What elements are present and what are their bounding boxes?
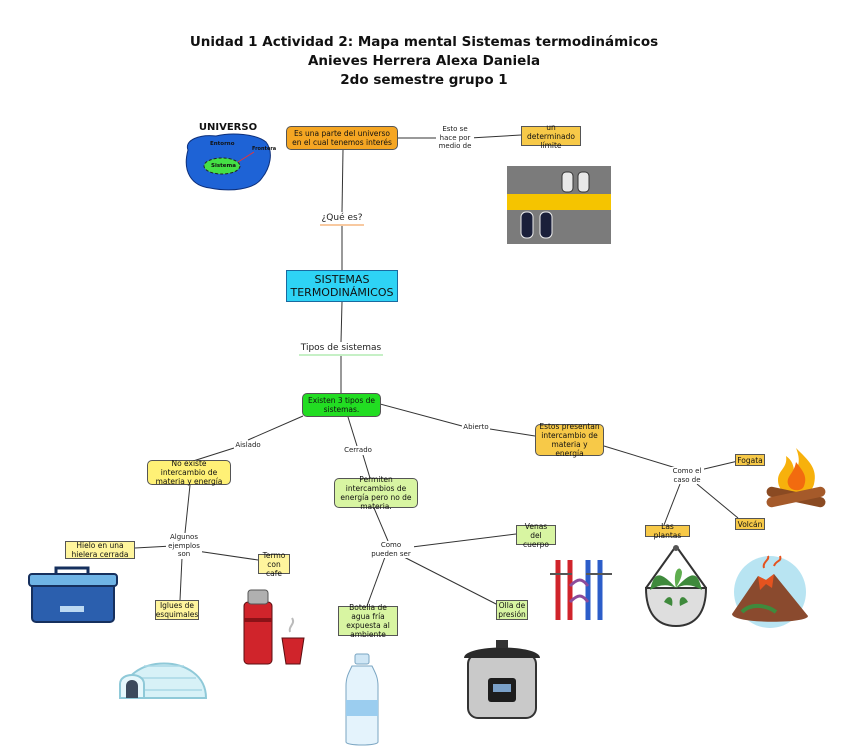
label-cerrado: Cerrado — [342, 446, 374, 455]
feet-line-icon — [507, 166, 611, 244]
universe-blob-icon — [185, 133, 271, 191]
label-aislado: Aislado — [234, 441, 262, 450]
node-termo: Termo con cafe — [258, 551, 290, 578]
igloo-icon — [119, 662, 208, 699]
node-limit: un determinado límite — [521, 123, 581, 150]
label-ejemplos: Algunos ejemplos son — [166, 533, 202, 559]
label-abierto: Abierto — [462, 423, 490, 432]
node-definition: Es una parte del universo en el cual ten… — [286, 126, 398, 150]
universe-diagram: UNIVERSO Entorno Frontera Sistema — [180, 122, 276, 194]
label-que-es: ¿Qué es? — [320, 212, 364, 226]
node-botella: Botella de agua fría expuesta al ambient… — [338, 603, 398, 639]
boundary-photo — [507, 166, 611, 244]
volcano-icon — [732, 555, 808, 628]
node-energy-exchange: Permiten intercambios de energía pero no… — [334, 475, 418, 511]
label-tipos: Tipos de sistemas — [299, 343, 383, 356]
universe-entorno-label: Entorno — [210, 141, 235, 147]
pressure-cooker-icon — [464, 640, 540, 719]
node-hielo: Hielo en una hielera cerrada — [65, 541, 135, 559]
title-line-1: Unidad 1 Actividad 2: Mapa mental Sistem… — [189, 34, 659, 50]
universe-title: UNIVERSO — [198, 122, 258, 133]
label-como-pueden: Como pueden ser — [368, 541, 414, 558]
node-volcan: Volcán — [735, 518, 765, 530]
title-line-2: Anieves Herrera Alexa Daniela — [307, 53, 541, 69]
veins-icon — [550, 560, 612, 620]
node-no-exchange: No existe intercambio de materia y energ… — [147, 459, 231, 486]
campfire-icon — [766, 448, 826, 508]
water-bottle-icon — [345, 653, 379, 746]
node-open-exchange: Estos presentan intercambio de materia y… — [535, 422, 604, 458]
universe-sistema-label: Sistema — [211, 163, 236, 169]
title-line-3: 2do semestre grupo 1 — [340, 72, 508, 88]
node-main: SISTEMAS TERMODINÁMICOS — [286, 270, 398, 302]
cooler-icon — [28, 566, 118, 623]
node-iglues: Iglues de esquimales — [155, 600, 199, 620]
plant-icon — [644, 545, 708, 628]
label-como-caso: Como el caso de — [670, 467, 704, 484]
thermos-icon — [243, 589, 305, 665]
node-venas: Venas del cuerpo — [516, 522, 556, 549]
label-esto: Esto se hace por medio de — [436, 125, 474, 151]
node-plantas: Las plantas — [645, 522, 690, 540]
node-types: Existen 3 tipos de sistemas. — [302, 393, 381, 417]
universe-frontera-label: Frontera — [252, 146, 277, 152]
node-olla: Olla de presión — [496, 600, 528, 620]
node-fogata: Fogata — [735, 454, 765, 466]
